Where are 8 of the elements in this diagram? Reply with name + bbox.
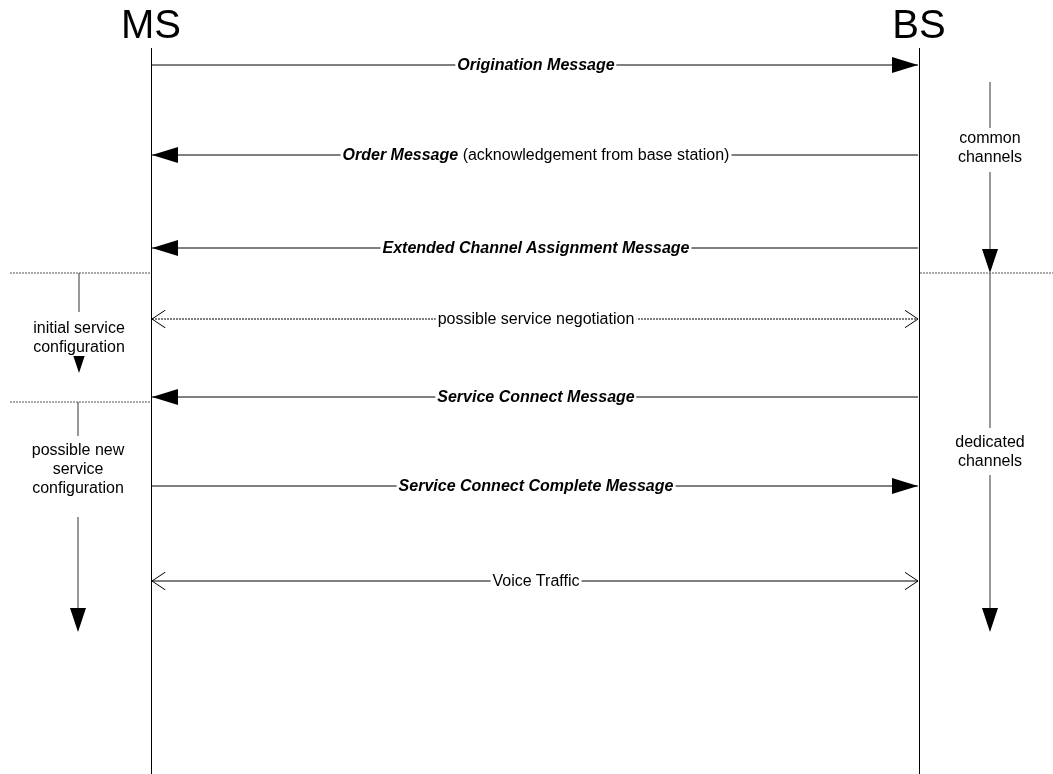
edge-label: Service Connect Complete Message — [396, 477, 676, 495]
lifeline-label: BS — [892, 4, 946, 44]
edge-label: Service Connect Message — [435, 388, 637, 406]
edge-label: Extended Channel Assignment Message — [380, 239, 692, 257]
edge-label: Order Message (acknowledgement from base station) — [340, 146, 732, 164]
edge-label: Origination Message — [455, 56, 617, 74]
edge-label: possible service negotiation — [435, 310, 637, 328]
lifeline-label: MS — [121, 4, 181, 44]
